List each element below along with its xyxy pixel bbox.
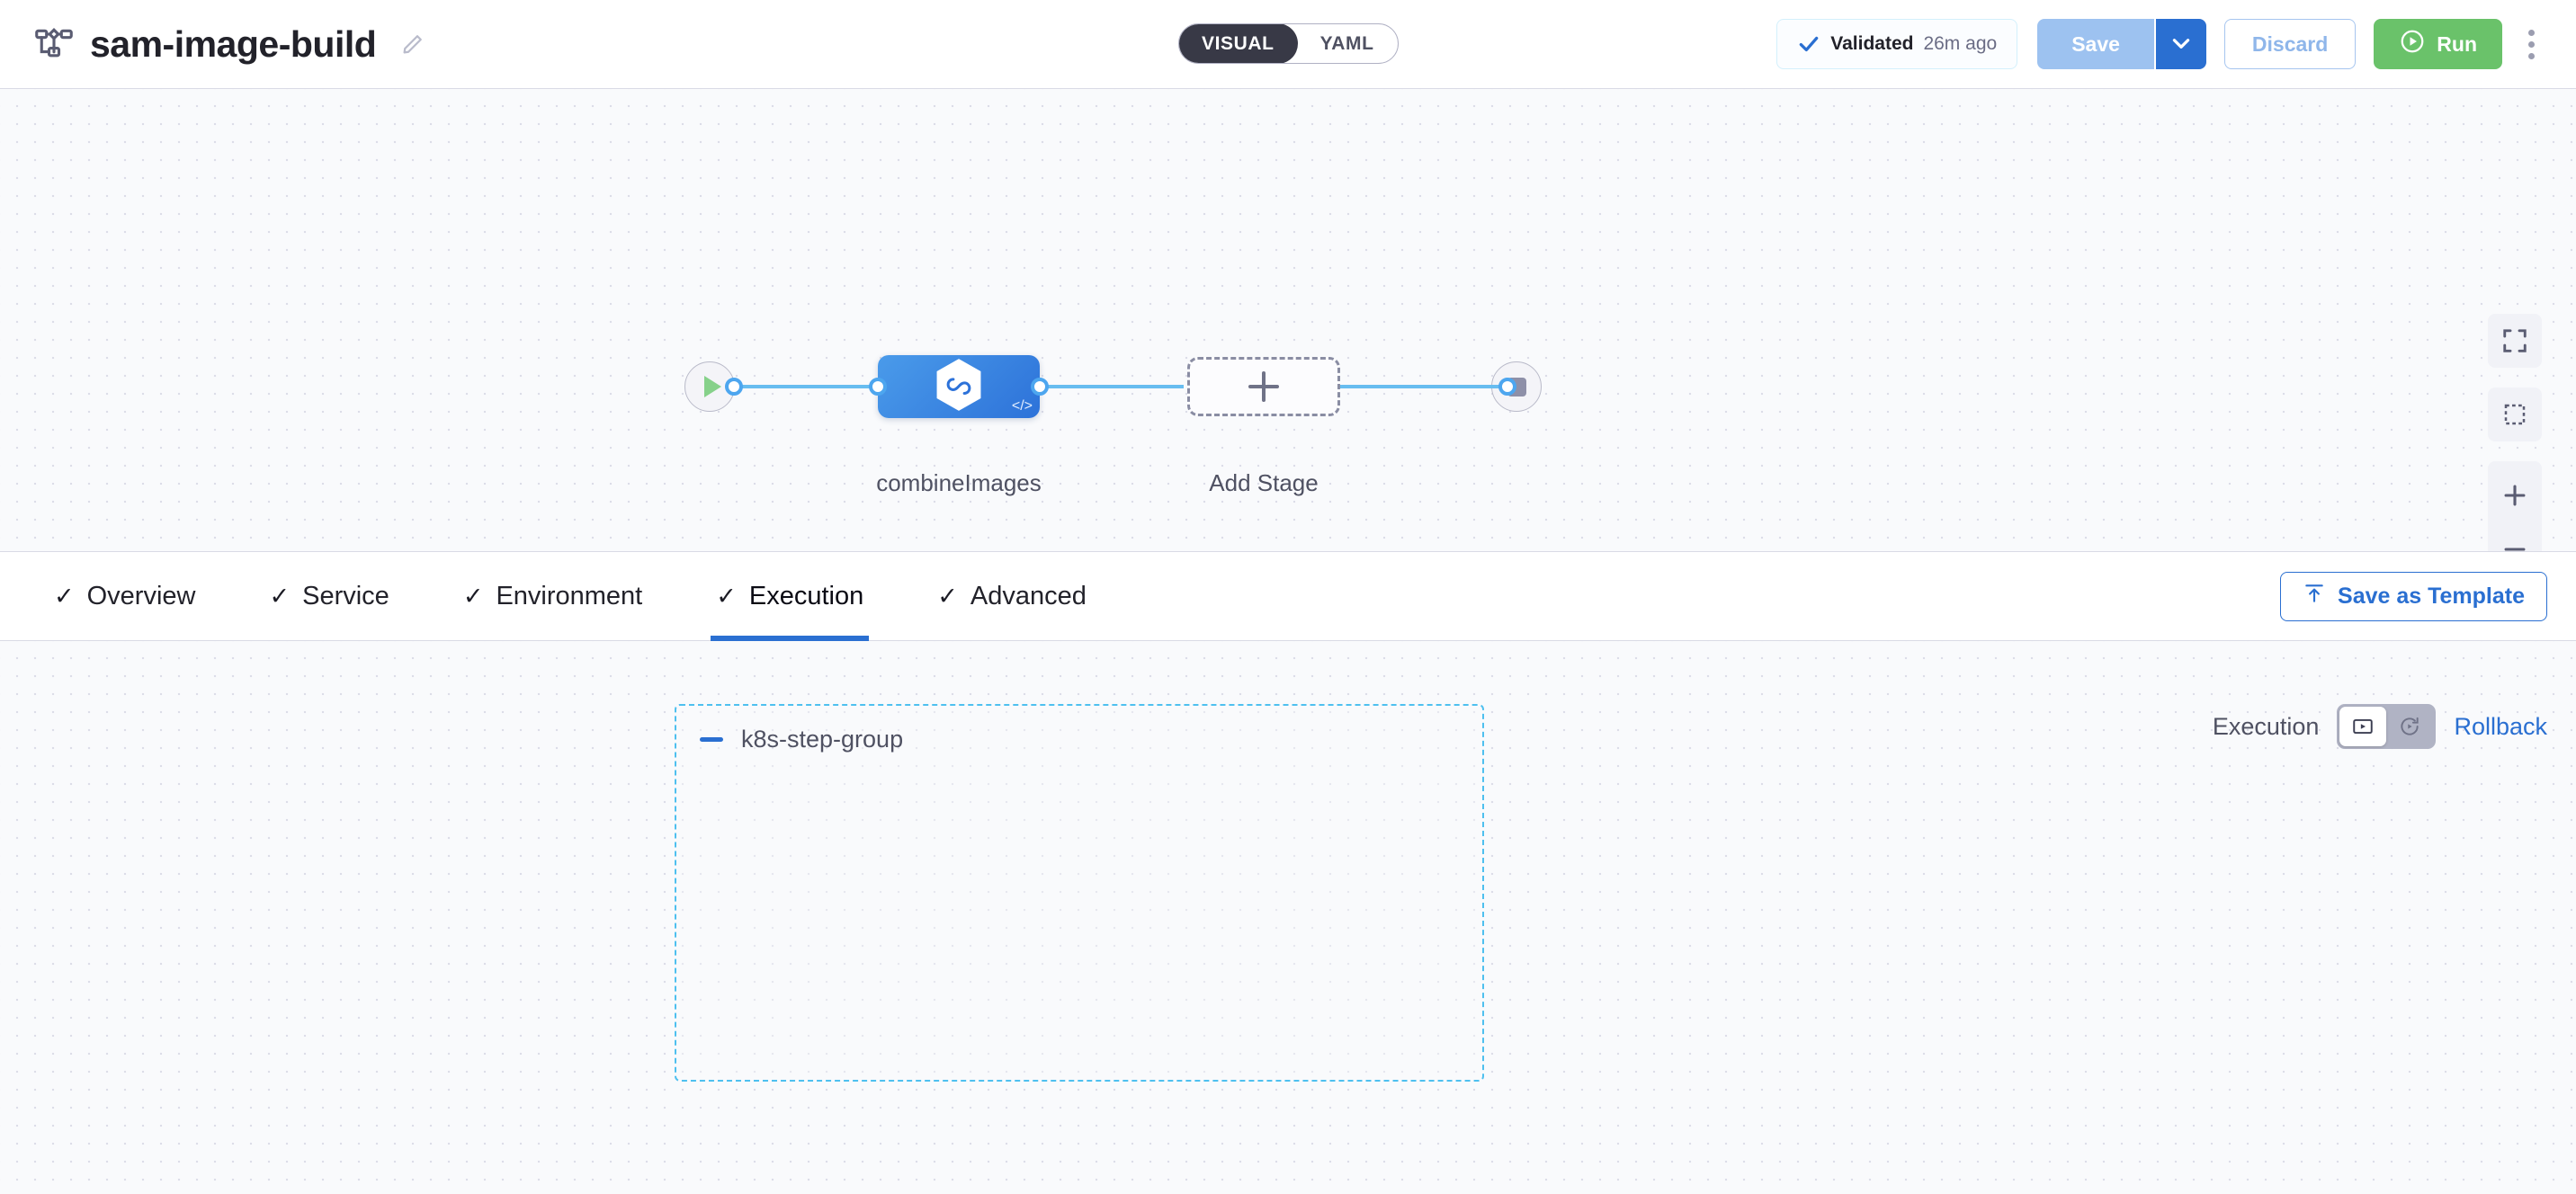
stage-canvas[interactable]: </> combineImages Add Stage: [0, 89, 2576, 551]
view-mode-toggle[interactable]: VISUAL YAML: [1178, 23, 1399, 64]
tab-label: Environment: [496, 581, 643, 610]
discard-button[interactable]: Discard: [2223, 19, 2357, 69]
stage-output-port[interactable]: [1031, 378, 1049, 396]
tab-overview[interactable]: ✓ Overview: [49, 552, 201, 641]
pipeline-end-node: [1491, 361, 1542, 412]
stage-config-tabs: ✓ Overview ✓ Service ✓ Environment ✓ Exe…: [0, 551, 2576, 641]
tab-visual[interactable]: VISUAL: [1178, 24, 1298, 63]
end-input-port[interactable]: [1498, 378, 1516, 396]
tab-advanced[interactable]: ✓ Advanced: [932, 552, 1092, 641]
app-header: sam-image-build VISUAL YAML Validated 26…: [0, 0, 2576, 89]
rollback-mode-label[interactable]: Rollback: [2454, 712, 2547, 740]
zoom-out-icon[interactable]: [2488, 522, 2542, 551]
check-icon: ✓: [269, 582, 291, 610]
tab-label: Service: [302, 581, 389, 610]
validated-time: 26m ago: [1923, 33, 1998, 54]
stage-label-combineimages: combineImages: [876, 469, 1042, 496]
fit-screen-icon[interactable]: [2488, 314, 2542, 368]
add-stage-button[interactable]: [1187, 357, 1340, 416]
play-circle-icon: [2399, 28, 2426, 60]
execution-mode-toggle[interactable]: [2337, 704, 2437, 749]
save-as-template-button[interactable]: Save as Template: [2280, 572, 2547, 621]
header-left: sam-image-build: [34, 23, 426, 66]
status-badge: Validated 26m ago: [1776, 19, 2018, 69]
zoom-in-icon[interactable]: [2488, 468, 2542, 522]
stage-input-port[interactable]: [869, 378, 887, 396]
check-icon: ✓: [937, 582, 958, 610]
header-actions: Validated 26m ago Save Discard Run: [1776, 13, 2547, 76]
add-stage-label: Add Stage: [1209, 469, 1319, 496]
kebab-menu-icon[interactable]: [2515, 19, 2547, 69]
minus-icon[interactable]: [700, 737, 723, 742]
check-icon: ✓: [716, 582, 737, 610]
start-output-port[interactable]: [725, 378, 743, 396]
edge-start-to-stage: [734, 385, 878, 388]
tab-label: Execution: [748, 581, 864, 610]
zoom-stepper: [2488, 461, 2542, 551]
marquee-select-icon[interactable]: [2488, 388, 2542, 441]
tab-label: Advanced: [970, 581, 1087, 610]
run-label: Run: [2437, 31, 2477, 56]
save-as-template-label: Save as Template: [2338, 584, 2525, 609]
step-group-title: k8s-step-group: [741, 726, 904, 753]
tab-service[interactable]: ✓ Service: [264, 552, 394, 641]
tab-yaml[interactable]: YAML: [1319, 32, 1374, 54]
harness-cd-hexagon-icon: [934, 358, 984, 416]
check-icon: [1797, 32, 1820, 56]
execution-rollback-switcher: Execution Rollback: [2213, 704, 2547, 749]
save-button[interactable]: Save: [2037, 19, 2154, 69]
execution-mode-label: Execution: [2212, 712, 2320, 740]
check-icon: ✓: [462, 582, 484, 610]
plus-icon: [1248, 371, 1279, 402]
save-dropdown-button[interactable]: [2153, 19, 2206, 69]
tab-environment[interactable]: ✓ Environment: [458, 552, 648, 641]
edge-stage-to-addstage: [1040, 385, 1184, 388]
rollback-icon[interactable]: [2386, 707, 2433, 746]
canvas-zoom-controls: [2488, 314, 2542, 551]
upload-template-icon: [2303, 582, 2326, 611]
play-icon: [703, 376, 721, 397]
validated-label: Validated: [1830, 33, 1914, 54]
step-group-header[interactable]: k8s-step-group: [700, 726, 903, 753]
execution-canvas[interactable]: Execution Rollback: [0, 641, 2576, 1194]
stage-node-combineimages[interactable]: </>: [878, 355, 1040, 418]
edge-addstage-to-end: [1340, 385, 1507, 388]
stage-code-badge: </>: [1011, 398, 1033, 414]
page-title: sam-image-build: [90, 22, 377, 65]
pipeline-icon: [34, 24, 74, 64]
step-group-k8s[interactable]: k8s-step-group: [675, 704, 1484, 1082]
save-button-group: Save: [2037, 19, 2206, 69]
tab-label: Overview: [86, 581, 196, 610]
check-icon: ✓: [54, 582, 75, 610]
chevron-down-icon: [2169, 31, 2193, 58]
run-button[interactable]: Run: [2374, 19, 2502, 69]
tab-execution[interactable]: ✓ Execution: [711, 552, 870, 641]
pencil-icon[interactable]: [392, 31, 426, 58]
execution-play-icon[interactable]: [2339, 707, 2387, 746]
